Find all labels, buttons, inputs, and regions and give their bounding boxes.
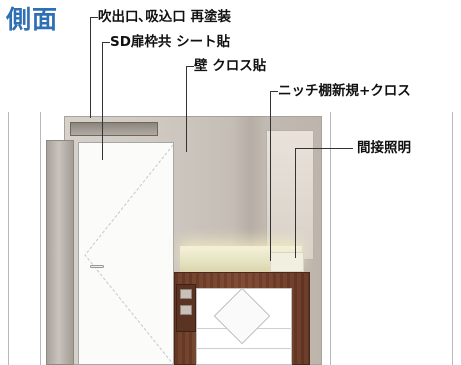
leader-line-door [102, 42, 103, 160]
leader-line-lighting [295, 148, 296, 258]
label-door: SD扉枠共 シート貼 [110, 34, 231, 50]
label-vent: 吹出口､吸込口 再塗装 [98, 9, 231, 25]
leader-line-door [102, 42, 110, 43]
right-boundary-line [452, 112, 453, 365]
side-elevation-drawing [0, 100, 461, 365]
door-handle [90, 265, 104, 268]
leader-line-vent [90, 17, 98, 18]
leader-line-lighting [295, 148, 353, 149]
niche-shelf [266, 130, 314, 260]
side-shelf [176, 284, 196, 332]
door-swing-lines [84, 144, 174, 365]
leader-line-niche [270, 91, 271, 261]
page-title: 側面 [6, 5, 59, 34]
left-boundary-line [8, 112, 9, 365]
bed-divider [196, 348, 292, 349]
wall-column [46, 140, 74, 365]
leader-line-vent [90, 17, 91, 118]
door-panel [78, 142, 174, 365]
leader-line-wall [186, 66, 194, 67]
niche-light-box [270, 252, 304, 272]
air-vent [70, 122, 158, 136]
label-lighting: 間接照明 [357, 140, 411, 156]
left-guide-line [40, 112, 41, 365]
right-guide-line [330, 112, 331, 365]
shelf-item [180, 289, 192, 299]
label-niche: ニッチ棚新規+クロス [278, 83, 411, 99]
leader-line-niche [270, 91, 278, 92]
label-wall: 壁 クロス貼 [194, 58, 267, 74]
shelf-item [180, 305, 192, 315]
leader-line-wall [186, 66, 187, 152]
